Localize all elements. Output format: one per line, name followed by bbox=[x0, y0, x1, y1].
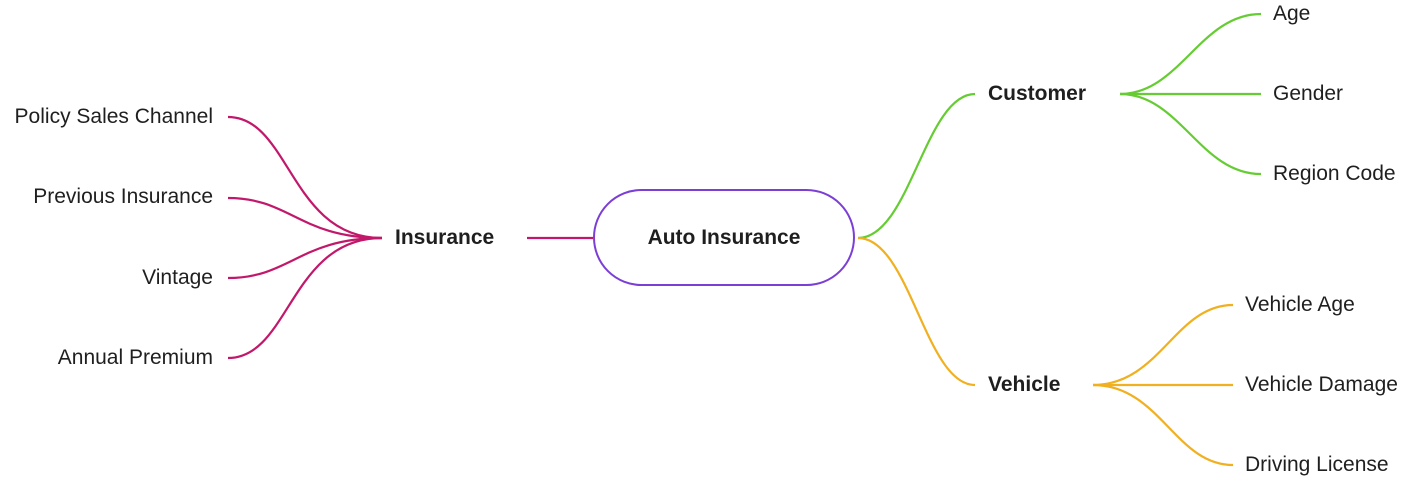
link-insurance-child-1 bbox=[227, 196, 383, 240]
leaf-previous-insurance[interactable]: Previous Insurance bbox=[33, 185, 213, 208]
leaf-age[interactable]: Age bbox=[1273, 2, 1311, 25]
link-root-customer bbox=[857, 92, 976, 240]
branch-customer[interactable]: Customer bbox=[988, 82, 1087, 105]
link-vehicle-child-2 bbox=[1092, 383, 1234, 467]
leaf-annual-premium[interactable]: Annual Premium bbox=[57, 346, 213, 369]
leaf-policy-sales-channel[interactable]: Policy Sales Channel bbox=[14, 105, 213, 128]
leaf-region-code[interactable]: Region Code bbox=[1273, 162, 1396, 185]
leaf-vehicle-age[interactable]: Vehicle Age bbox=[1245, 293, 1355, 316]
root-node[interactable]: Auto Insurance bbox=[593, 189, 855, 286]
link-insurance-child-0 bbox=[227, 115, 383, 240]
leaf-vintage[interactable]: Vintage bbox=[142, 266, 213, 289]
leaf-vehicle-damage[interactable]: Vehicle Damage bbox=[1245, 373, 1398, 396]
link-root-vehicle bbox=[857, 236, 976, 387]
branch-insurance[interactable]: Insurance bbox=[395, 226, 495, 249]
link-insurance-child-2 bbox=[227, 236, 383, 280]
leaf-driving-license[interactable]: Driving License bbox=[1245, 453, 1389, 476]
root-node-label: Auto Insurance bbox=[647, 225, 801, 249]
link-customer-child-2 bbox=[1119, 92, 1262, 176]
link-insurance-child-3 bbox=[227, 236, 383, 360]
branch-vehicle[interactable]: Vehicle bbox=[988, 373, 1061, 396]
link-customer-child-0 bbox=[1119, 12, 1262, 96]
leaf-gender[interactable]: Gender bbox=[1273, 82, 1344, 105]
link-vehicle-child-0 bbox=[1092, 303, 1234, 387]
